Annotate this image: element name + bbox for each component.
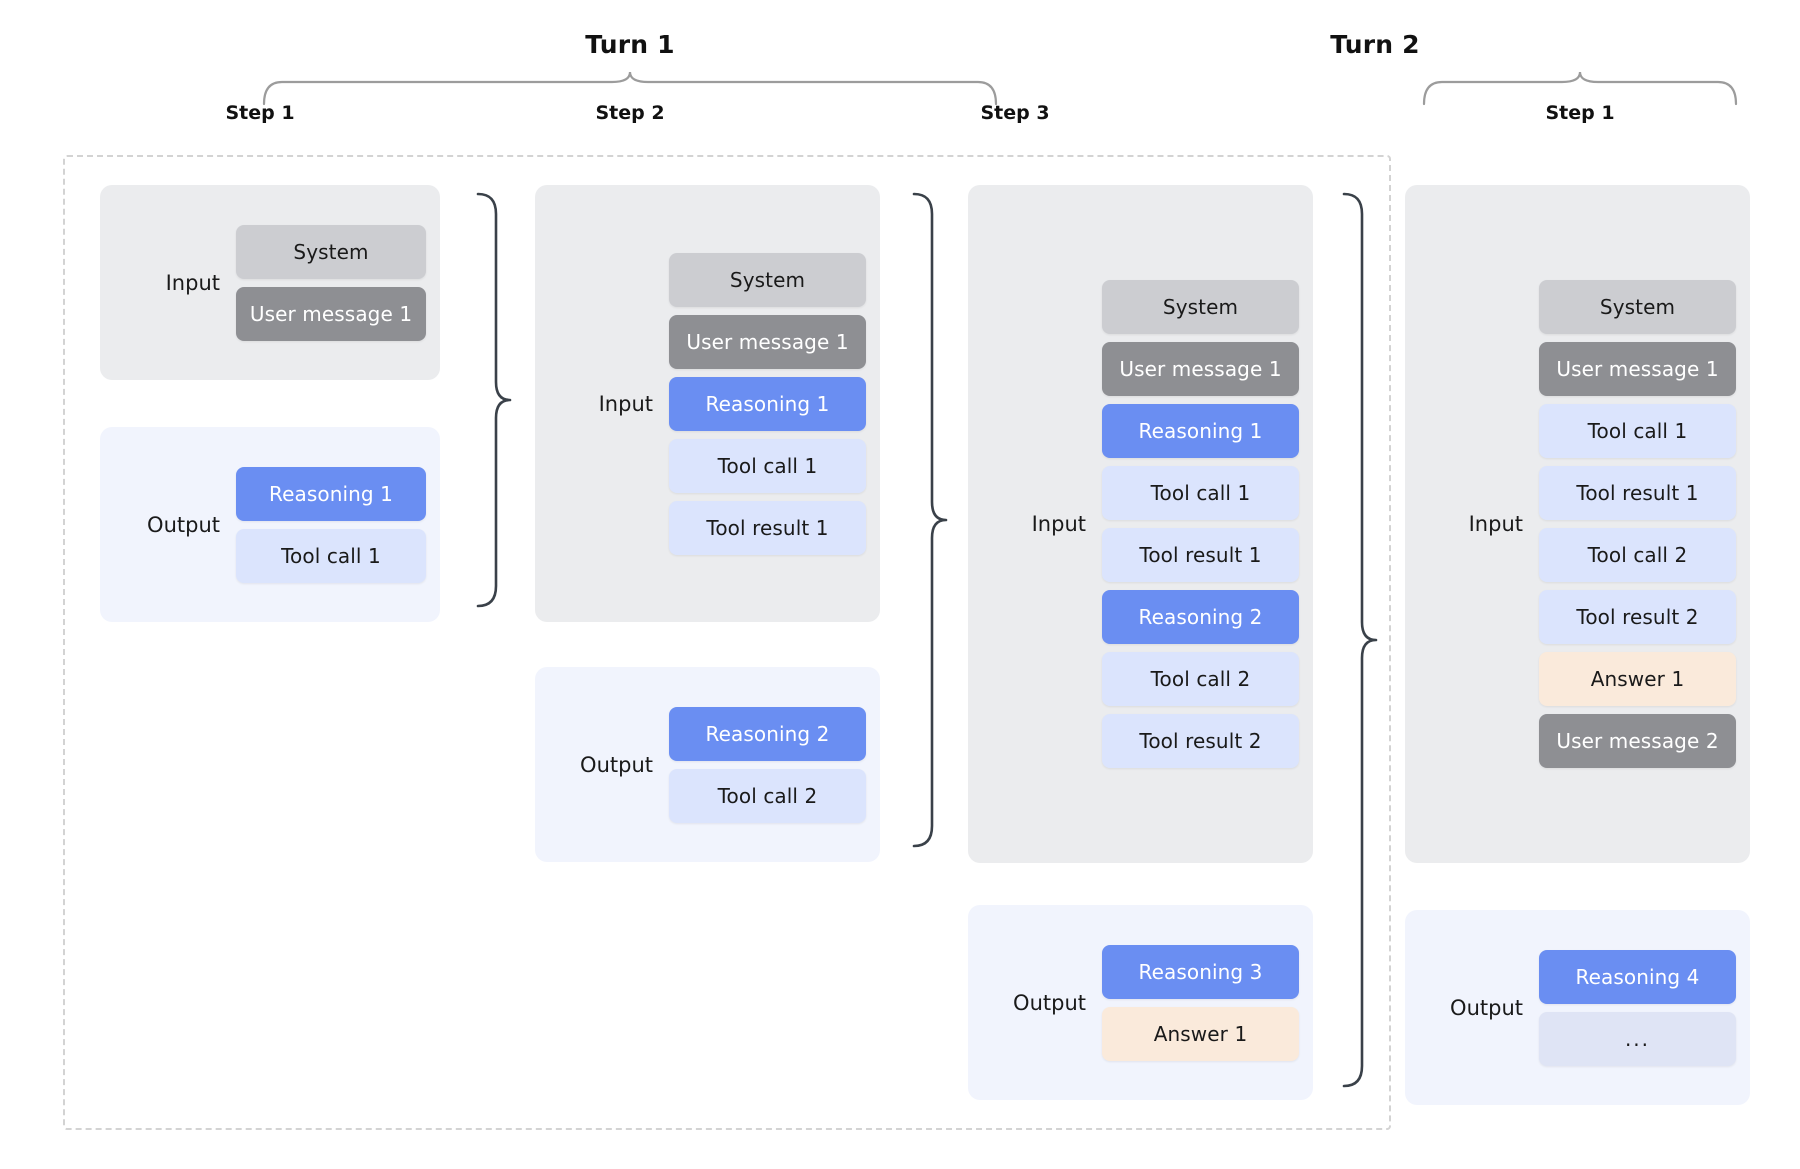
chip-ellipsis[interactable]: ... (1539, 1011, 1736, 1066)
turn2-step1-output-stack: Reasoning 4 ... (1539, 949, 1750, 1066)
chip-tool-result[interactable]: Tool result 2 (1539, 590, 1736, 644)
chip-reasoning[interactable]: Reasoning 1 (669, 376, 866, 431)
chip-tool-call[interactable]: Tool call 1 (236, 528, 426, 583)
chip-user-message[interactable]: User message 2 (1539, 714, 1736, 768)
chip-tool-call[interactable]: Tool call 1 (1102, 466, 1299, 520)
chip-tool-call[interactable]: Tool call 2 (1539, 528, 1736, 582)
chip-tool-call[interactable]: Tool call 1 (669, 438, 866, 493)
turn1-step2-input-label: Input (598, 391, 653, 416)
chip-user-message[interactable]: User message 1 (1539, 342, 1736, 396)
chip-tool-result[interactable]: Tool result 1 (1539, 466, 1736, 520)
chip-tool-result[interactable]: Tool result 2 (1102, 714, 1299, 768)
turn1-step2-input-stack: System User message 1 Reasoning 1 Tool c… (669, 252, 880, 555)
turn-2-title: Turn 2 (1330, 30, 1420, 59)
turn2-step1-output-label: Output (1450, 995, 1523, 1020)
chip-tool-call[interactable]: Tool call 1 (1539, 404, 1736, 458)
chip-tool-call[interactable]: Tool call 2 (1102, 652, 1299, 706)
chip-tool-result[interactable]: Tool result 1 (669, 500, 866, 555)
turn-1-brace (260, 70, 1000, 106)
chip-system[interactable]: System (1102, 280, 1299, 334)
turn1-step3-input-panel: Input System User message 1 Reasoning 1 … (968, 185, 1313, 863)
turn1-step3-title: Step 3 (980, 102, 1050, 124)
chip-reasoning[interactable]: Reasoning 2 (1102, 590, 1299, 644)
turn2-step1-title: Step 1 (1545, 102, 1615, 124)
turn1-step3-output-stack: Reasoning 3 Answer 1 (1102, 944, 1313, 1061)
turn1-step1-input-panel: Input System User message 1 (100, 185, 440, 380)
chip-tool-result[interactable]: Tool result 1 (1102, 528, 1299, 582)
turn1-step3-input-stack: System User message 1 Reasoning 1 Tool c… (1102, 280, 1313, 768)
chip-system[interactable]: System (236, 224, 426, 279)
chip-reasoning[interactable]: Reasoning 1 (236, 466, 426, 521)
turn-1-region (63, 155, 1391, 1130)
turn1-step1-title: Step 1 (225, 102, 295, 124)
turn1-step1-input-stack: System User message 1 (236, 224, 440, 341)
chip-answer[interactable]: Answer 1 (1102, 1006, 1299, 1061)
chip-reasoning[interactable]: Reasoning 3 (1102, 944, 1299, 999)
turn1-step1-output-label: Output (147, 512, 220, 537)
turn2-step1-output-panel: Output Reasoning 4 ... (1405, 910, 1750, 1105)
chip-reasoning[interactable]: Reasoning 1 (1102, 404, 1299, 458)
chip-reasoning[interactable]: Reasoning 4 (1539, 949, 1736, 1004)
turn1-step2-input-panel: Input System User message 1 Reasoning 1 … (535, 185, 880, 622)
chip-system[interactable]: System (669, 252, 866, 307)
turn-1-title: Turn 1 (585, 30, 675, 59)
turn2-step1-input-stack: System User message 1 Tool call 1 Tool r… (1539, 280, 1750, 768)
turn1-step3-input-label: Input (1031, 512, 1086, 536)
turn1-step2-output-label: Output (580, 752, 653, 777)
turn1-step2-title: Step 2 (595, 102, 665, 124)
chip-system[interactable]: System (1539, 280, 1736, 334)
chip-answer[interactable]: Answer 1 (1539, 652, 1736, 706)
turn1-step3-output-label: Output (1013, 990, 1086, 1015)
chip-user-message[interactable]: User message 1 (1102, 342, 1299, 396)
chip-user-message[interactable]: User message 1 (236, 286, 426, 341)
turn2-step1-input-panel: Input System User message 1 Tool call 1 … (1405, 185, 1750, 863)
turn1-step1-input-label: Input (165, 270, 220, 295)
turn1-step1-output-stack: Reasoning 1 Tool call 1 (236, 466, 440, 583)
turn1-step3-output-panel: Output Reasoning 3 Answer 1 (968, 905, 1313, 1100)
turn1-step1-output-panel: Output Reasoning 1 Tool call 1 (100, 427, 440, 622)
chip-reasoning[interactable]: Reasoning 2 (669, 706, 866, 761)
chip-tool-call[interactable]: Tool call 2 (669, 768, 866, 823)
chip-user-message[interactable]: User message 1 (669, 314, 866, 369)
turn2-step1-input-label: Input (1468, 512, 1523, 536)
turn1-step2-output-stack: Reasoning 2 Tool call 2 (669, 706, 880, 823)
turn1-step2-output-panel: Output Reasoning 2 Tool call 2 (535, 667, 880, 862)
turn-2-brace (1420, 70, 1740, 106)
